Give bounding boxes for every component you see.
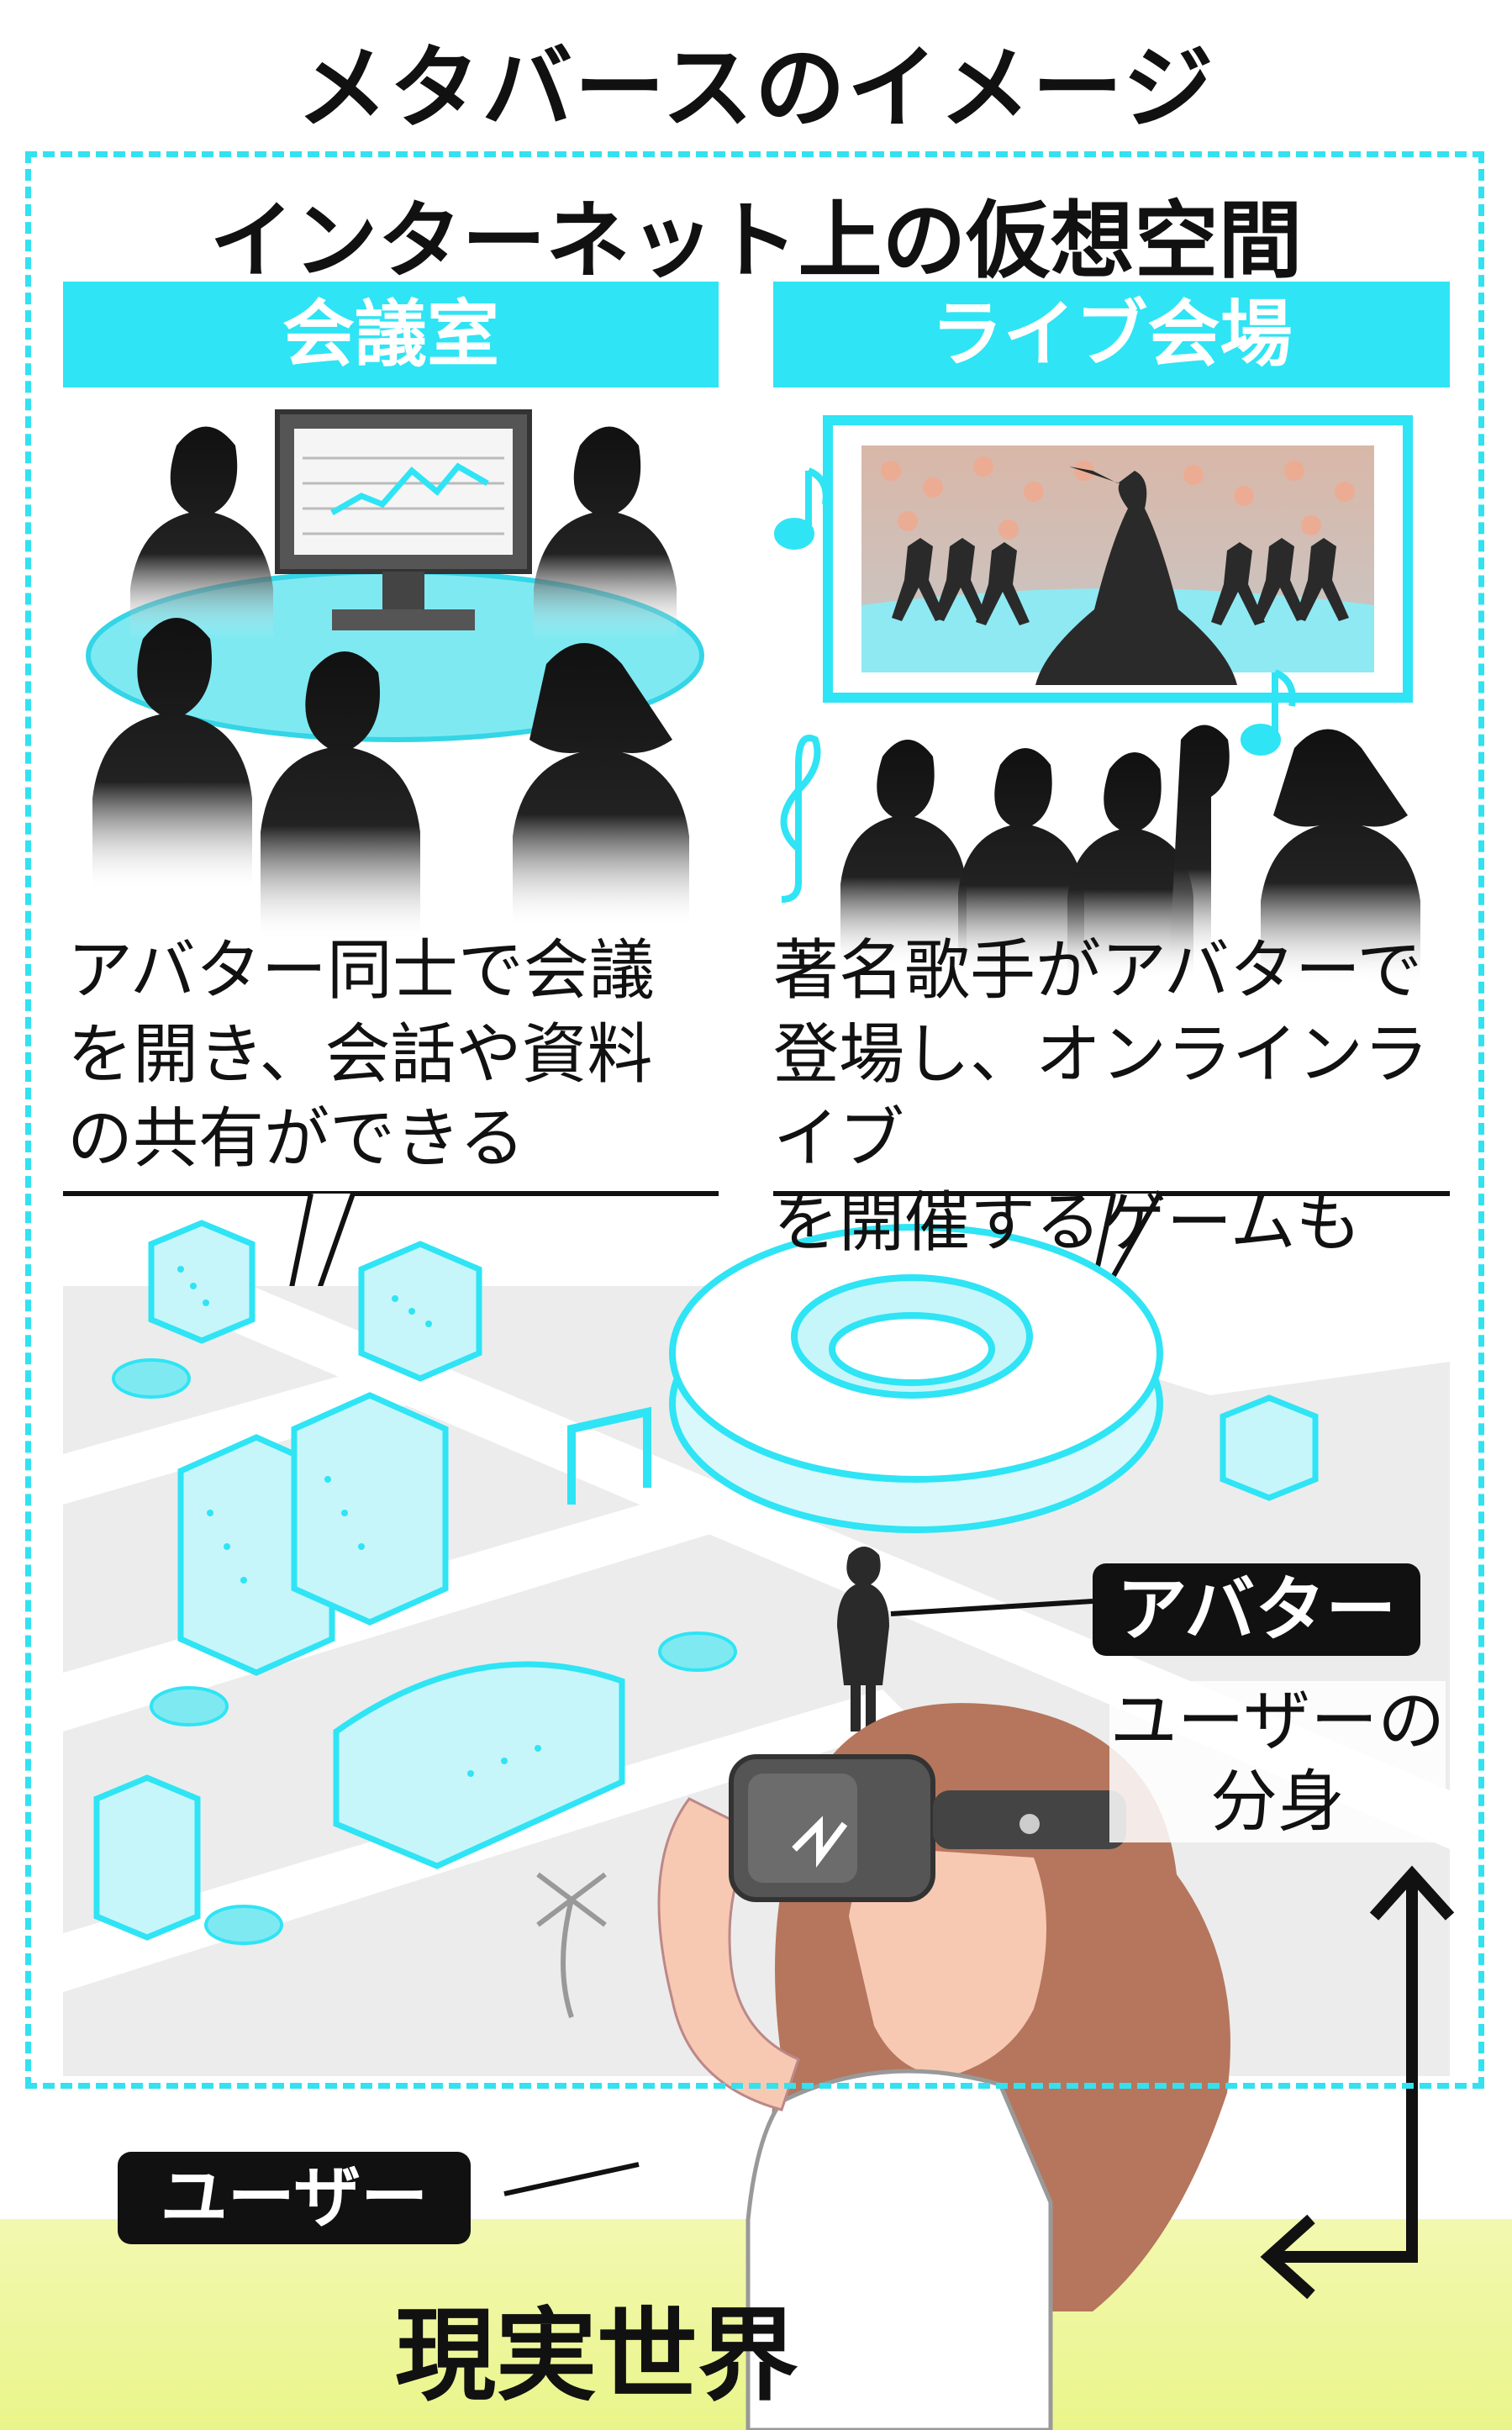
caption-line: を開催するゲームも bbox=[773, 1185, 1362, 1261]
avatar-note-line: ユーザーの bbox=[1109, 1682, 1446, 1760]
avatar-note: ユーザーの 分身 bbox=[1109, 1681, 1446, 1842]
page-title: メタバースのイメージ bbox=[297, 36, 1215, 141]
avatar-label: アバター bbox=[1093, 1563, 1420, 1656]
virtual-space-frame bbox=[25, 151, 1484, 2089]
caption-line: 著名歌手がアバターで bbox=[773, 933, 1423, 1009]
user-label: ユーザー bbox=[118, 2152, 471, 2244]
caption-line: アバター同士で会議 bbox=[67, 933, 655, 1009]
meeting-room-caption: アバター同士で会議 を開き、会話や資料 の共有ができる bbox=[67, 929, 723, 1181]
live-venue-label: ライブ会場 bbox=[773, 282, 1450, 387]
live-venue-illustration bbox=[774, 415, 1420, 985]
user-with-vr-headset bbox=[503, 1703, 1230, 2430]
meeting-room-illustration bbox=[86, 409, 704, 941]
meeting-room-label: 会議室 bbox=[63, 282, 719, 387]
caption-line: を開き、会話や資料 bbox=[67, 1017, 653, 1093]
avatar-note-line: 分身 bbox=[1210, 1763, 1345, 1841]
caption-line: 登場し、オンラインライブ bbox=[773, 1017, 1430, 1177]
live-venue-caption: 著名歌手がアバターで 登場し、オンラインライブ を開催するゲームも bbox=[773, 929, 1462, 1265]
real-world-label: 現実世界 bbox=[395, 2296, 798, 2415]
virtual-space-heading: インターネット上の仮想空間 bbox=[209, 191, 1303, 290]
return-arrow-icon bbox=[1260, 1865, 1455, 2300]
caption-line: の共有ができる bbox=[67, 1101, 525, 1177]
